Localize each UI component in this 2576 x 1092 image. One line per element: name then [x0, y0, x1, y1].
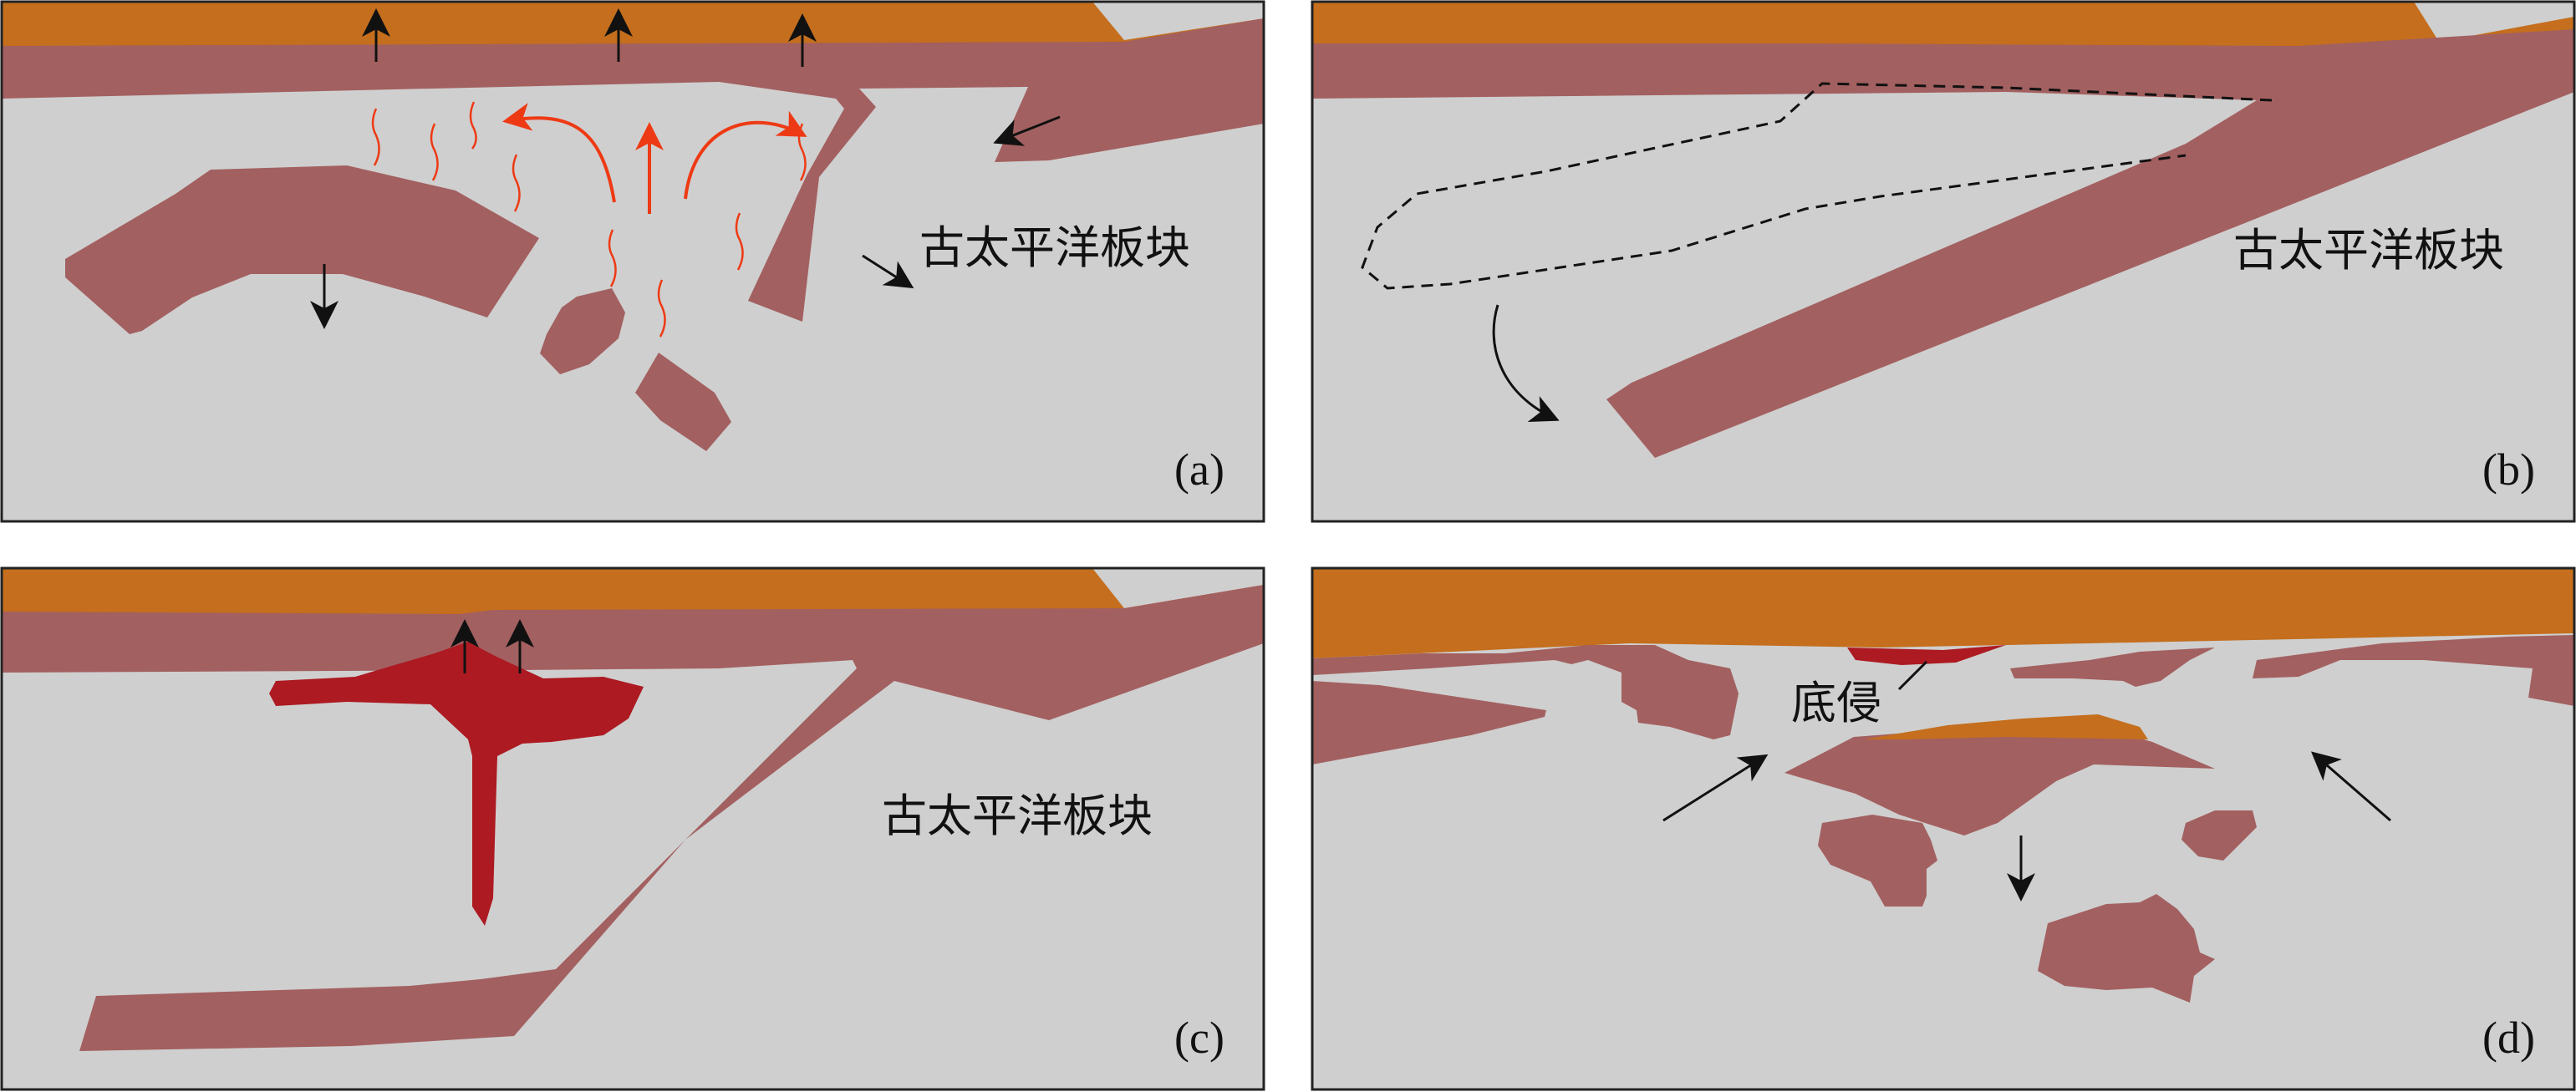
panel-b-label: (b)	[2482, 444, 2535, 495]
panel-a-plate-label: 古太平洋板块	[919, 221, 1190, 274]
panel-b: 古太平洋板块 (b)	[1312, 2, 2574, 521]
panel-d-underplating-label: 底侵	[1791, 677, 1881, 729]
panel-b-plate-label: 古太平洋板块	[2233, 224, 2504, 277]
panel-c-label: (c)	[1174, 1013, 1224, 1063]
panel-d-label: (d)	[2482, 1013, 2535, 1063]
panel-d: 底侵 (d)	[1312, 568, 2574, 1089]
panel-a-label: (a)	[1174, 444, 1224, 495]
panel-a: 古太平洋板块 (a)	[2, 2, 1264, 521]
panel-c-plate-label: 古太平洋板块	[882, 790, 1153, 842]
panel-c: 古太平洋板块 (c)	[2, 568, 1264, 1089]
